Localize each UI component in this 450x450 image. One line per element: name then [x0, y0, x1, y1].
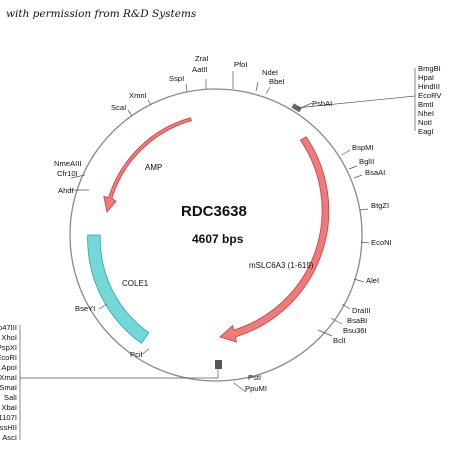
- site-bsshii: BssHII: [0, 423, 17, 432]
- cole1-feature: [87, 234, 150, 344]
- site-nhei: NheI: [418, 109, 434, 118]
- feature-label-mslc6a3: mSLC6A3 (1-619): [249, 261, 314, 270]
- site-xmai: XmaI: [0, 373, 17, 382]
- site-pfoi: PfoI: [234, 60, 248, 69]
- plasmid-name: RDC3638: [181, 203, 247, 220]
- site-aatii: AatII: [192, 65, 208, 74]
- site-hpai: HpaI: [418, 73, 434, 82]
- feature-label-cole1: COLE1: [122, 279, 149, 288]
- site-ecori: EcoRI: [0, 353, 17, 362]
- site-pshai: PshAI: [312, 99, 332, 108]
- site-draiii: DraIII: [352, 306, 371, 315]
- plasmid-size: 4607 bps: [192, 232, 244, 246]
- site-bspmi: BspMI: [352, 143, 374, 152]
- site-btgzi: BtgZI: [371, 201, 389, 210]
- site-bsabi: BsaBI: [347, 316, 367, 325]
- site-bsaai: BsaAI: [365, 168, 385, 177]
- site-ahdi: AhdI: [58, 186, 74, 195]
- permission-note: with permission from R&D Systems: [6, 8, 197, 20]
- site-alei: AleI: [366, 276, 379, 285]
- mcs-top-labels: BmgBI HpaI HindIII EcoRV BmtI NheI NotI …: [418, 64, 442, 136]
- site-pcii: PciI: [130, 350, 143, 359]
- site-hindiii: HindIII: [418, 82, 440, 91]
- site-xbai: XbaI: [1, 403, 17, 412]
- site-xmni: XmnI: [129, 91, 147, 100]
- site-bmti: BmtI: [418, 100, 434, 109]
- site-bbei: BbeI: [269, 77, 285, 86]
- site-ticks: [19, 68, 416, 440]
- site-eco47iii: Eco47III: [0, 323, 17, 332]
- site-sspi: SspI: [169, 74, 184, 83]
- site-cfr10i: Cfr10I: [57, 169, 78, 178]
- site-zrai: ZraI: [195, 54, 209, 63]
- site-bseyi: BseYI: [75, 304, 95, 313]
- mcs-bottom-labels: Eco47III XhoI PspXI EcoRI ApoI XmaI SmaI…: [0, 323, 17, 442]
- site-bmgbi: BmgBI: [418, 64, 441, 73]
- site-asci: AscI: [2, 433, 17, 442]
- mslc6a3-arrow: [219, 136, 330, 343]
- site-nmeaiii: NmeAIII: [54, 159, 81, 168]
- site-eagi: EagI: [418, 127, 434, 136]
- site-pspxi: PspXI: [0, 343, 17, 352]
- site-ndei: NdeI: [262, 68, 278, 77]
- site-noti: NotI: [418, 118, 432, 127]
- site-psti: PstI: [248, 373, 261, 382]
- site-bsu36i: Bsu36I: [343, 326, 367, 335]
- site-ppumi: PpuMI: [245, 384, 267, 393]
- site-bcli: BclI: [333, 336, 346, 345]
- site-bst1107i: Bst1107I: [0, 413, 17, 422]
- site-xhoi: XhoI: [1, 333, 17, 342]
- plasmid-backbone: [69, 88, 363, 382]
- site-apoi: ApoI: [1, 363, 17, 372]
- amp-arrow: [103, 117, 193, 213]
- site-econi: EcoNI: [371, 238, 392, 247]
- site-scai: ScaI: [111, 103, 126, 112]
- site-sali: SalI: [4, 393, 17, 402]
- feature-label-amp: AMP: [145, 163, 162, 172]
- site-smai: SmaI: [0, 383, 17, 392]
- site-ecorv: EcoRV: [418, 91, 442, 100]
- mcs-bottom-marker: [215, 360, 222, 369]
- site-bglii: BglII: [359, 157, 374, 166]
